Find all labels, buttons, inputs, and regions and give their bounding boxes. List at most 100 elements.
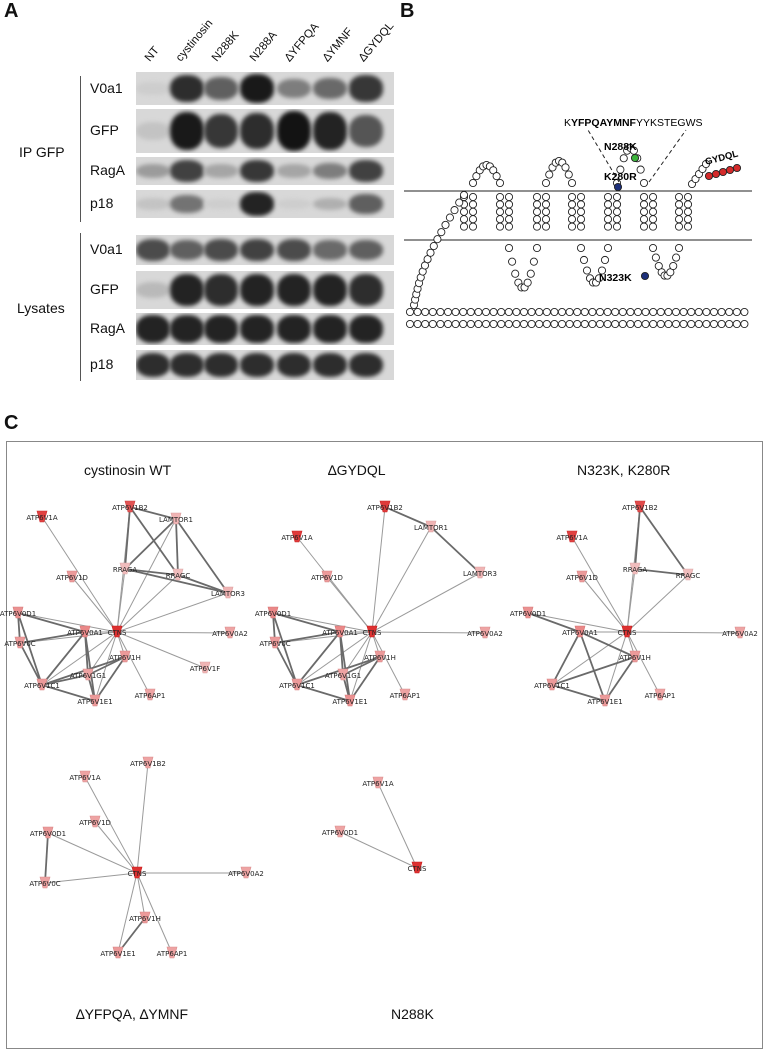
residue-bead xyxy=(732,319,741,329)
blot-band xyxy=(136,352,170,378)
network-node: ATP6V1E1 xyxy=(332,694,368,707)
network-edge xyxy=(136,872,146,919)
residue-bead xyxy=(567,178,577,188)
residue-bead xyxy=(639,200,649,209)
blot-strip xyxy=(136,72,394,105)
network-edge xyxy=(579,631,636,658)
residue-bead xyxy=(567,192,577,202)
network-node-shape xyxy=(574,625,586,638)
network-title-n288k: N288K xyxy=(391,1006,434,1022)
blot-band xyxy=(170,111,204,151)
residue-bead xyxy=(504,222,514,231)
network-node: ATP6V1A xyxy=(69,770,101,783)
residue-bead xyxy=(633,307,643,317)
residue-bead xyxy=(630,153,640,163)
network-node: ATP6V0A2 xyxy=(467,626,503,639)
blot-band xyxy=(349,115,383,147)
network-edge xyxy=(639,506,689,576)
residue-bead xyxy=(532,243,542,253)
network-node-label: ATP6V1B2 xyxy=(622,504,658,512)
residue-bead xyxy=(702,319,711,329)
residue-bead xyxy=(612,192,622,202)
sequence-callout-right xyxy=(648,129,687,183)
residue-bead xyxy=(532,200,542,209)
network-node-label: ATP6V1B2 xyxy=(367,504,403,512)
network-node: RRAGC xyxy=(166,568,190,581)
residue-bead xyxy=(669,261,678,271)
residue-bead xyxy=(527,319,536,329)
network-title-gydql: ∆GYDQL xyxy=(328,462,386,478)
network-edge xyxy=(634,506,641,570)
network-node: ATP6V0A1 xyxy=(67,625,103,638)
blot-row-label: V0a1 xyxy=(90,79,123,96)
network-node-label: ATP6V0A2 xyxy=(212,630,248,638)
network-node-shape xyxy=(240,866,252,879)
residue-bead xyxy=(725,307,734,317)
k280r-label: K280R xyxy=(604,171,637,183)
blot-band xyxy=(313,162,347,180)
network-node-shape xyxy=(474,566,486,579)
residue-bead xyxy=(557,307,567,317)
residue-bead xyxy=(639,222,649,231)
residue-bead xyxy=(541,200,551,209)
residue-bead xyxy=(545,170,554,179)
network-node-shape xyxy=(79,770,91,783)
residue-bead xyxy=(656,319,665,329)
network-node-shape xyxy=(321,570,333,583)
blot-band xyxy=(277,352,311,378)
residue-bead xyxy=(451,319,460,329)
network-title-wt: cystinosin WT xyxy=(84,462,172,478)
residue-bead xyxy=(694,307,703,317)
residue-bead xyxy=(489,307,498,317)
network-node-shape xyxy=(89,815,101,828)
network-node-label: ATP6AP1 xyxy=(157,950,188,958)
blot-band xyxy=(136,315,170,343)
network-node-label: ATP6V1C1 xyxy=(24,682,60,690)
network-edge xyxy=(349,656,381,702)
network-node-shape xyxy=(144,688,156,701)
residue-bead xyxy=(523,278,532,287)
network-node-shape xyxy=(269,636,281,649)
network-node: ATP6V1A xyxy=(362,776,394,789)
network-node-shape xyxy=(337,668,349,681)
blot-band xyxy=(170,239,204,261)
network-node-shape xyxy=(291,678,303,691)
network-node-shape xyxy=(682,568,694,581)
network-node: CTNS xyxy=(408,861,427,874)
network-node: ATP6V1B2 xyxy=(367,500,403,513)
residue-bead xyxy=(626,307,635,317)
network-node: RRAGA xyxy=(623,562,647,575)
residue-bead xyxy=(508,257,517,266)
network-edge xyxy=(116,574,179,633)
residue-bead xyxy=(512,307,521,317)
network-node-shape xyxy=(124,500,136,513)
residue-bead xyxy=(495,207,505,216)
blot-band xyxy=(240,238,274,262)
network-node-shape xyxy=(79,625,91,638)
network-edge xyxy=(371,631,486,634)
lane-label: cystinosin xyxy=(173,17,216,65)
residue-bead xyxy=(492,172,501,181)
residue-bead xyxy=(674,207,684,216)
residue-bead xyxy=(683,200,693,209)
network-edge xyxy=(175,518,229,594)
residue-bead xyxy=(413,319,422,329)
network-edge xyxy=(116,631,206,669)
network-edge xyxy=(41,631,118,686)
blot-row-label: RagA xyxy=(90,320,126,336)
residue-bead xyxy=(405,307,415,317)
network-node: ATP6V0C xyxy=(29,876,61,889)
blot-band xyxy=(136,281,170,299)
network-node-label: ATP6V1H xyxy=(109,654,141,662)
network-node: ATP6V0D1 xyxy=(255,606,291,619)
residue-bead xyxy=(468,200,478,209)
network-node: ATP6V1B2 xyxy=(622,500,658,513)
network-node-shape xyxy=(634,500,646,513)
network-node: ATP6V1C1 xyxy=(534,678,570,691)
residue-bead xyxy=(421,307,430,317)
residue-bead xyxy=(687,307,696,317)
network-node-label: ATP6V1B2 xyxy=(130,760,166,768)
residue-bead xyxy=(459,222,469,231)
network-node-shape xyxy=(366,625,378,638)
residue-bead xyxy=(576,192,586,202)
